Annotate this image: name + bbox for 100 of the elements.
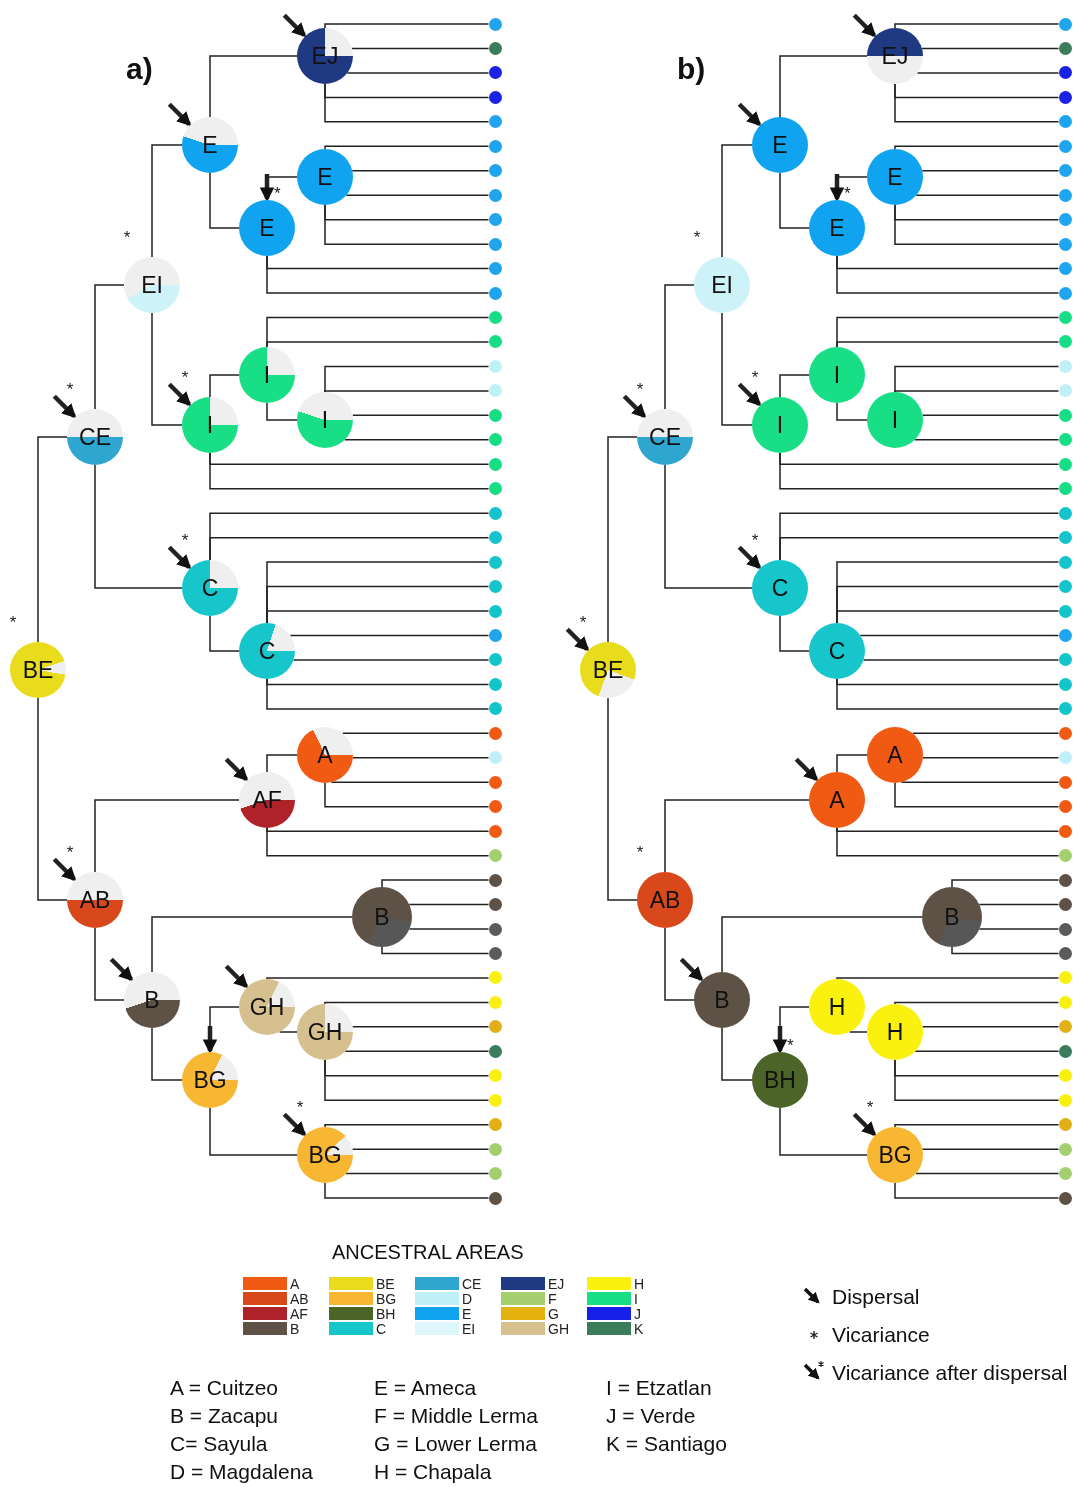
vicariance-asterisk: * [181, 531, 189, 549]
tip-dot [1058, 506, 1072, 520]
branch-line [912, 732, 1060, 735]
tip-dot [488, 237, 502, 251]
branch-line [921, 1026, 1060, 1028]
branch-line [916, 72, 1060, 74]
branch-line [779, 615, 810, 652]
tip-dot [488, 775, 502, 789]
branch-line [37, 436, 68, 643]
branch-line [894, 365, 1060, 393]
vicariance-asterisk: * [636, 843, 644, 861]
area-label: AB [649, 888, 681, 912]
area-label: E [772, 133, 788, 157]
branch-line [94, 927, 125, 1001]
legend-label: AF [290, 1306, 308, 1321]
area-label: BG [193, 1068, 227, 1092]
ancestral-area-pie [297, 149, 353, 205]
branch-line [779, 55, 868, 118]
tip-dot [488, 849, 502, 863]
ancestral-area-pie [809, 979, 865, 1035]
branch-line [324, 204, 490, 245]
legend-label: Vicariance after dispersal [832, 1361, 1068, 1385]
branch-line [151, 1027, 183, 1081]
branch-line [915, 1172, 1060, 1175]
branch-line [607, 436, 638, 643]
branch-line [324, 365, 490, 393]
ancestral-area-pie [867, 1004, 923, 1060]
dispersal-arrow [167, 382, 192, 407]
tip-dot [488, 262, 502, 276]
tip-dot [1058, 873, 1072, 887]
branch-line [352, 757, 490, 759]
tip-dot [488, 359, 502, 373]
dispersal-arrow [565, 627, 590, 652]
branch-line [37, 697, 68, 901]
branch-line [266, 678, 490, 710]
dispersal-arrow [737, 545, 762, 570]
tip-dot [488, 90, 502, 104]
tip-dot [488, 531, 502, 545]
branch-line [209, 536, 490, 561]
ancestral-area-pie [182, 117, 238, 173]
area-label: EI [141, 273, 163, 297]
legend-label: G [548, 1306, 559, 1321]
tip-dot [488, 286, 502, 300]
dispersal-arrow [167, 102, 192, 127]
branch-line [351, 1026, 490, 1028]
ancestral-area-pie [867, 149, 923, 205]
tip-dot [1058, 139, 1072, 153]
ancestral-area-pie [297, 28, 353, 84]
branch-line [664, 927, 695, 1001]
dispersal-arrow [282, 1112, 307, 1137]
legend-label: CE [462, 1276, 482, 1291]
vicariance-asterisk: * [579, 613, 587, 631]
tip-dot [488, 506, 502, 520]
branch-line [330, 781, 490, 783]
area-label: EI [711, 273, 733, 297]
tip-dot [488, 188, 502, 202]
ancestral-area-pie [124, 972, 180, 1028]
tip-dot [1058, 1167, 1072, 1181]
branch-line [324, 782, 490, 808]
area-label: GH [249, 995, 285, 1019]
branch-line [664, 799, 810, 873]
branch-line [209, 615, 240, 652]
ancestral-area-pie [867, 392, 923, 448]
ancestral-area-pie [867, 28, 923, 84]
tip-dot [1058, 604, 1072, 618]
tip-dot [1058, 946, 1072, 960]
area-label: H [886, 1020, 904, 1044]
area-label: CE [79, 425, 111, 449]
branch-line [914, 1050, 1060, 1053]
tip-dot [1058, 457, 1072, 471]
tip-dot [488, 115, 502, 129]
branch-line [951, 879, 1060, 888]
area-key-text: I = Etzatlan [606, 1376, 713, 1401]
tip-dot [488, 433, 502, 447]
tip-dot [1058, 164, 1072, 178]
ancestral-area-pie [752, 117, 808, 173]
panel-label: b) [677, 52, 706, 86]
branch-line [836, 610, 1060, 624]
legend-label: K [634, 1321, 644, 1336]
branch-line [894, 1001, 1060, 1005]
branch-line [900, 781, 1060, 783]
tip-dot [1058, 995, 1072, 1009]
branch-line [344, 439, 490, 441]
ancestral-area-pie [867, 727, 923, 783]
area-label: I [206, 413, 214, 437]
legend-label: B [290, 1321, 300, 1336]
tip-dot [488, 335, 502, 349]
vicariance-asterisk: * [636, 380, 644, 398]
dispersal-arrow [852, 13, 877, 38]
vicariance-asterisk: * [123, 228, 131, 246]
tip-dot [488, 1020, 502, 1034]
tip-dot [488, 408, 502, 422]
area-label: BE [592, 658, 624, 682]
tip-dot [1058, 1191, 1072, 1205]
branch-line [408, 903, 490, 906]
vicariance-asterisk: * [66, 380, 74, 398]
tip-dot [1058, 580, 1072, 594]
branch-line [859, 634, 1060, 637]
legend-label: AB [290, 1291, 309, 1306]
legend-label: E [462, 1306, 472, 1321]
